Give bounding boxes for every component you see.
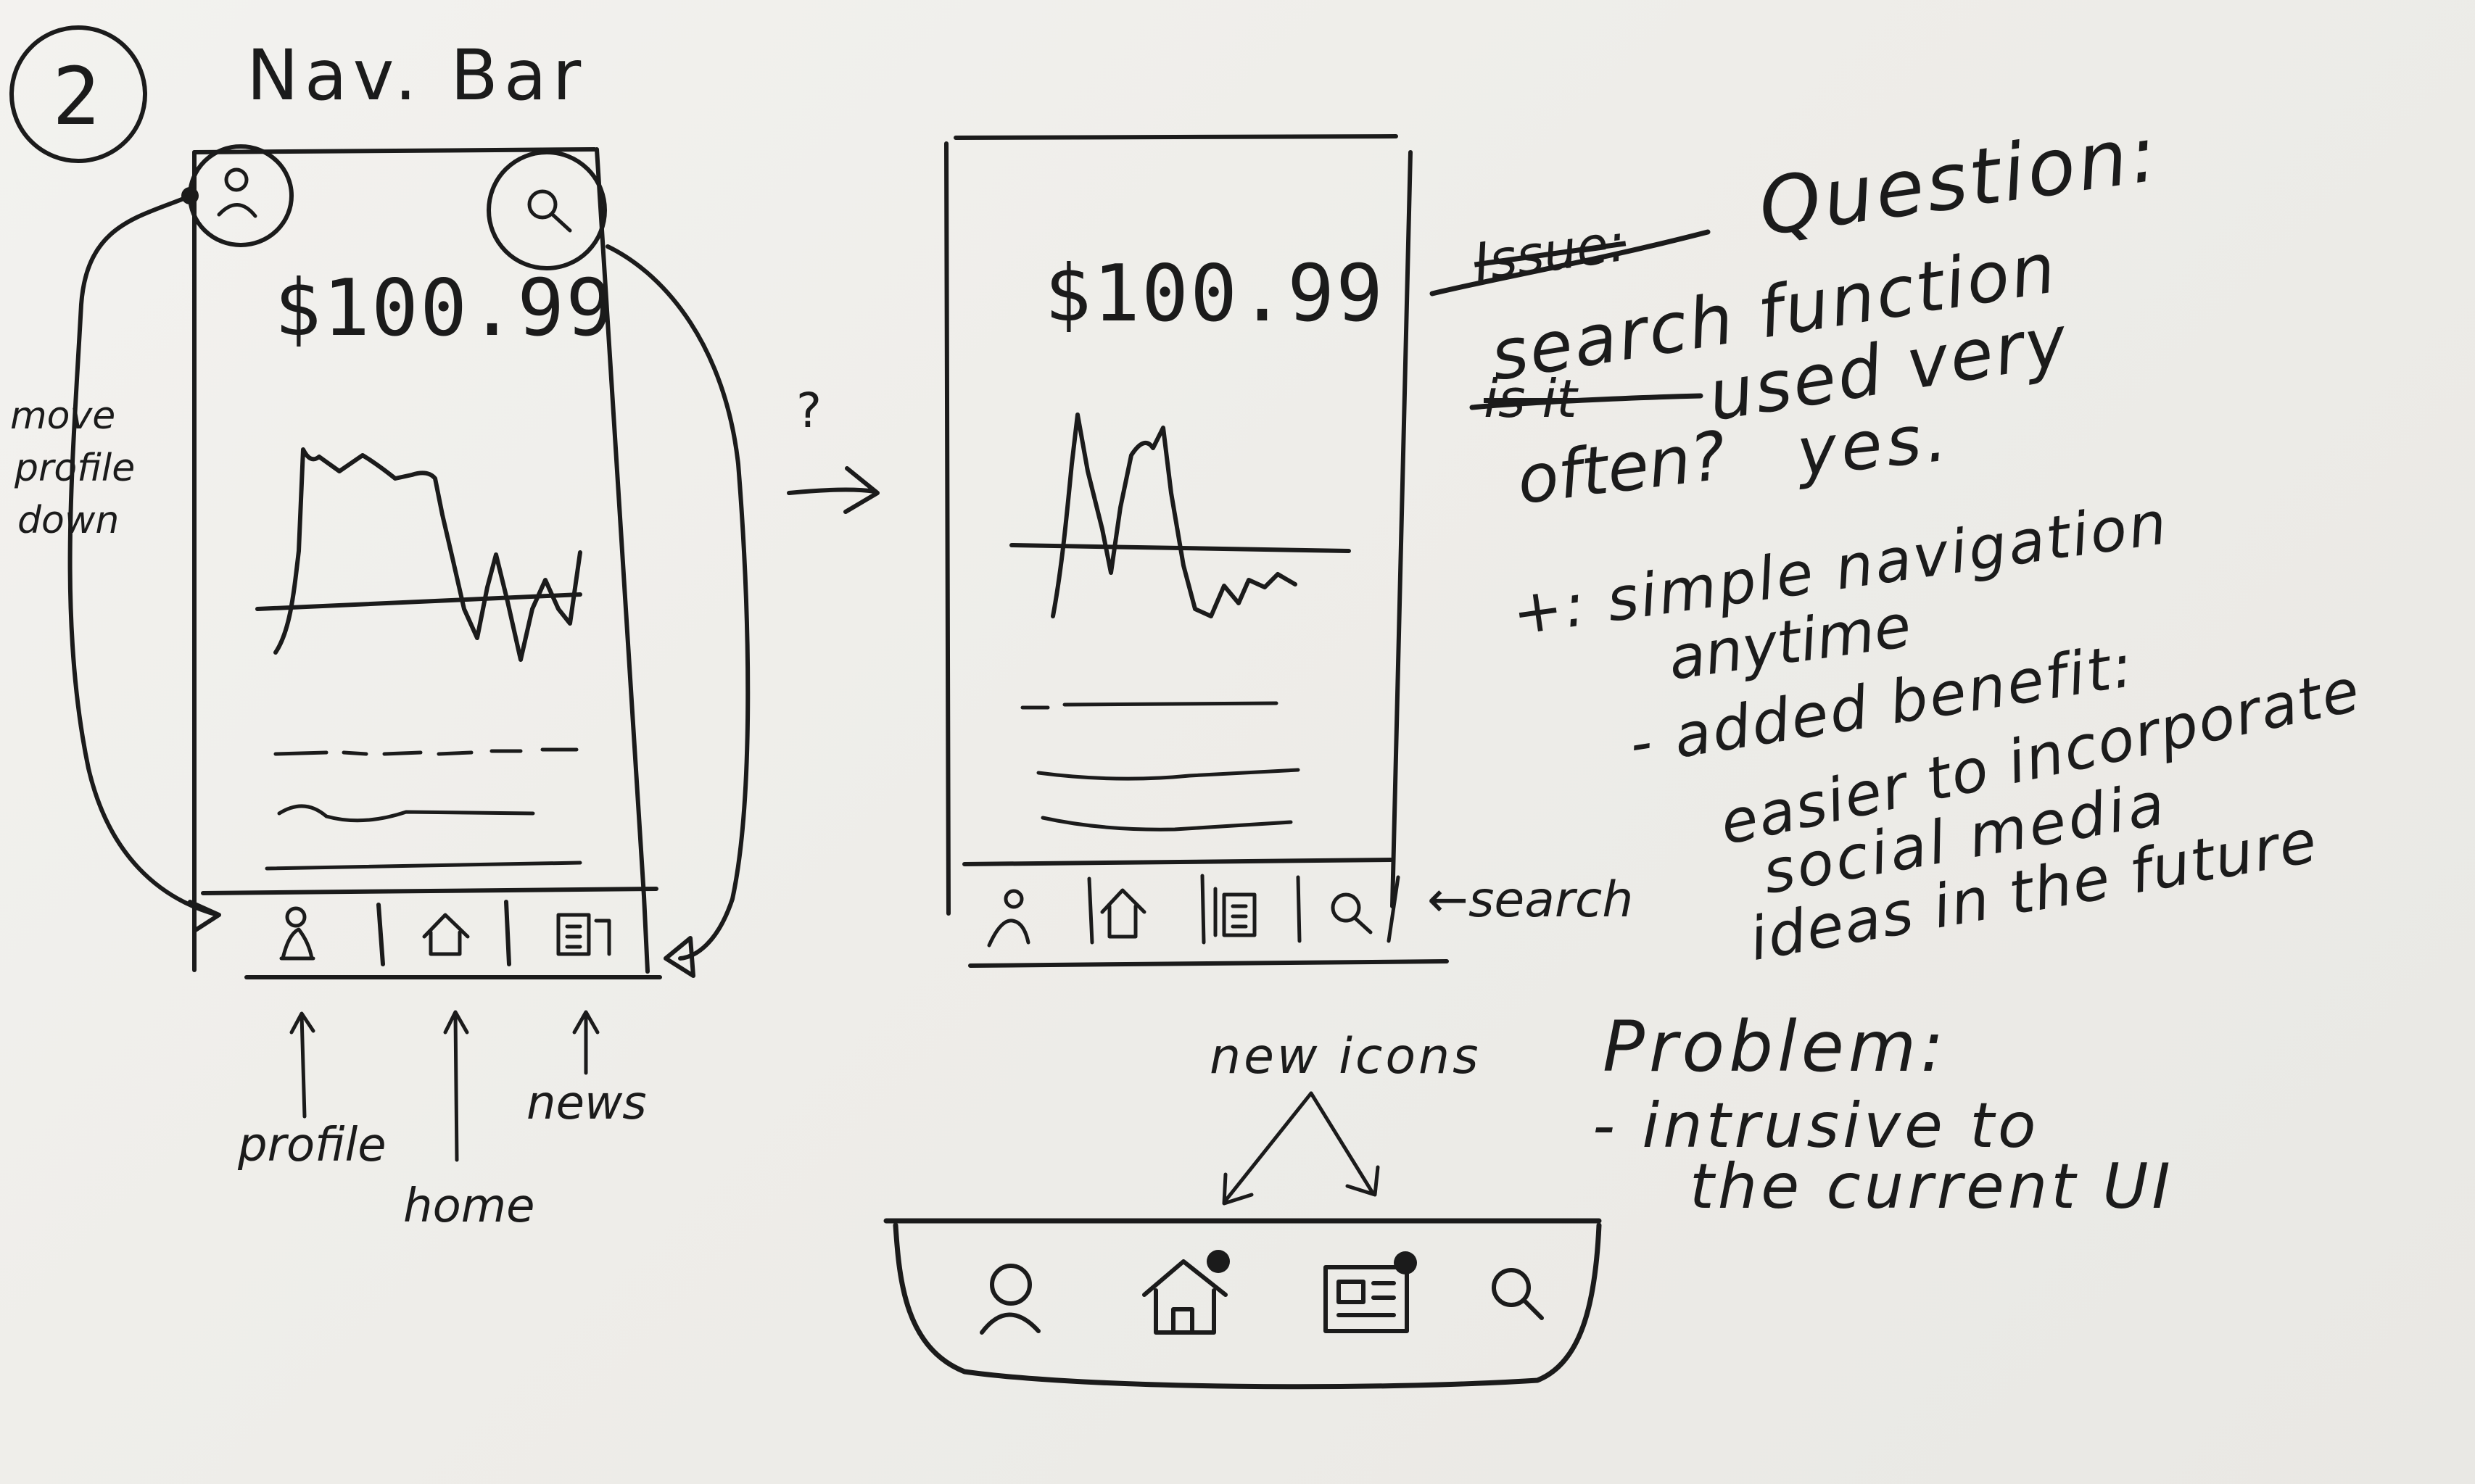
old-price-chart: [255, 447, 582, 662]
note-problem-heading: Problem:: [1603, 1006, 1949, 1087]
step-circle: [9, 25, 147, 163]
old-content-lines: [265, 747, 582, 871]
step-number: 2: [52, 50, 102, 143]
old-top-profile-icon[interactable]: [181, 144, 294, 247]
new-nav-profile-icon[interactable]: [987, 889, 1030, 948]
move-note-line3: down: [17, 499, 120, 542]
bar-news-icon[interactable]: [1323, 1251, 1417, 1333]
issue-strike: [1429, 229, 1711, 297]
move-note-line1: move: [10, 394, 116, 438]
bar-home-icon[interactable]: [1142, 1250, 1230, 1335]
old-top-search-icon[interactable]: [487, 150, 607, 270]
phone-new: [944, 134, 1449, 968]
transition-arrow: [787, 466, 880, 514]
label-profile: profile: [238, 1119, 387, 1172]
phone-old: [192, 147, 662, 979]
move-note-line2: profile: [15, 447, 136, 490]
new-price-chart: [1009, 413, 1351, 618]
note-problem-line1: - intrusive to: [1592, 1090, 2040, 1162]
old-nav-label-arrows: [289, 1010, 600, 1162]
bar-search-icon[interactable]: [1492, 1268, 1544, 1320]
old-nav-profile-icon[interactable]: [279, 906, 315, 961]
old-nav-news-icon[interactable]: [556, 913, 611, 956]
new-icons-bar: [883, 1218, 1602, 1390]
note-q-crossed: is it: [1484, 368, 1577, 429]
search-annotation: ←search: [1427, 871, 1634, 929]
new-price-label: $100.99: [1044, 249, 1385, 339]
move-profile-arrow: [67, 195, 221, 933]
label-home: home: [403, 1180, 535, 1233]
old-nav-home-icon[interactable]: [422, 913, 470, 956]
page-title: Nav. Bar: [247, 35, 587, 116]
new-content-lines: [1020, 701, 1300, 832]
old-price-label: $100.99: [274, 263, 615, 354]
new-icons-label: new icons: [1210, 1028, 1482, 1085]
note-problem-line2: the current UI: [1690, 1151, 2174, 1223]
new-nav-news-icon[interactable]: [1213, 887, 1257, 937]
note-q-answer: yes.: [1793, 398, 1955, 492]
move-search-arrow: [606, 244, 751, 978]
transition-question-mark: ?: [796, 383, 822, 439]
bar-profile-icon[interactable]: [980, 1264, 1041, 1335]
is-it-strike: [1469, 393, 1703, 410]
new-nav-search-icon[interactable]: [1331, 892, 1373, 934]
label-news: news: [526, 1077, 647, 1130]
new-icons-arrows: [1222, 1091, 1380, 1206]
new-nav-home-icon[interactable]: [1100, 888, 1146, 939]
